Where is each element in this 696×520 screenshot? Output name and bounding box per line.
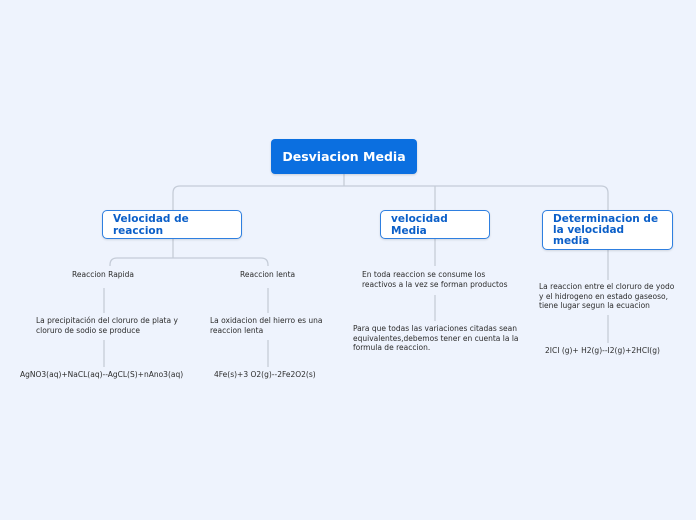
subtopic-reaccion-rapida[interactable]: Reaccion Rapida xyxy=(72,270,134,279)
subtopic-determinacion-formula[interactable]: 2ICI (g)+ H2(g)--I2(g)+2HCI(g) xyxy=(545,346,660,355)
topic-velocidad-media[interactable]: velocidad Media xyxy=(380,210,490,239)
root-topic[interactable]: Desviacion Media xyxy=(271,139,417,174)
subtopic-lenta-description[interactable]: La oxidacion del hierro es una reaccion … xyxy=(210,316,323,335)
subtopic-media-text-2[interactable]: Para que todas las variaciones citadas s… xyxy=(353,324,519,352)
topic-determinacion-velocidad-media[interactable]: Determinacion de la velocidad media xyxy=(542,210,673,250)
subtopic-lenta-formula[interactable]: 4Fe(s)+3 O2(g)--2Fe2O2(s) xyxy=(214,370,316,379)
root-topic-label: Desviacion Media xyxy=(282,149,406,164)
subtopic-media-text-1[interactable]: En toda reaccion se consume los reactivo… xyxy=(362,270,508,289)
topic-velocidad-media-label: velocidad Media xyxy=(391,212,448,237)
subtopic-reaccion-lenta[interactable]: Reaccion lenta xyxy=(240,270,296,279)
subtopic-rapida-formula[interactable]: AgNO3(aq)+NaCL(aq)--AgCL(S)+nAno3(aq) xyxy=(20,370,184,379)
subtopic-determinacion-text[interactable]: La reaccion entre el cloruro de yodo y e… xyxy=(539,282,675,310)
subtopic-rapida-description[interactable]: La precipitación del cloruro de plata y … xyxy=(36,316,178,335)
topic-velocidad-de-reaccion[interactable]: Velocidad de reaccion xyxy=(102,210,242,239)
topic-determinacion-label: Determinacion de la velocidad media xyxy=(553,212,659,247)
topic-velocidad-de-reaccion-label: Velocidad de reaccion xyxy=(113,212,189,237)
